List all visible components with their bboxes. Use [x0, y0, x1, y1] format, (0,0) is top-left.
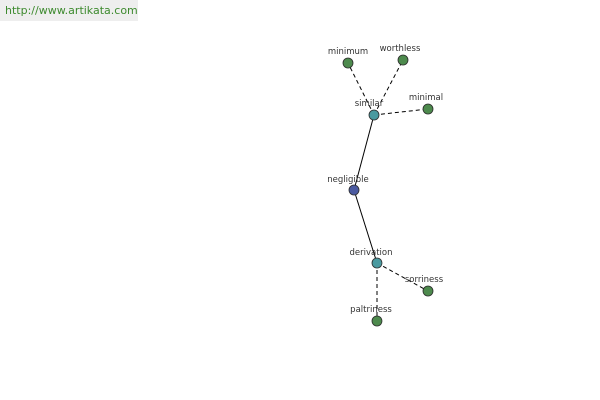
watermark-bar: http://www.artikata.com [0, 0, 138, 21]
node-negligible[interactable] [348, 184, 360, 196]
node-label-derivation[interactable]: derivation [349, 248, 392, 258]
edge-similar-worthless [373, 59, 404, 116]
node-label-minimum[interactable]: minimum [328, 47, 368, 57]
node-layer [342, 54, 434, 327]
node-label-similar[interactable]: similar [355, 99, 384, 109]
node-worthless[interactable] [397, 54, 409, 66]
watermark-url-link[interactable]: http://www.artikata.com [5, 4, 138, 17]
node-label-paltriness[interactable]: paltriness [350, 305, 392, 315]
node-paltriness[interactable] [371, 315, 383, 327]
node-label-minimal[interactable]: minimal [409, 93, 443, 103]
edge-similar-minimal [373, 108, 429, 116]
node-minimal[interactable] [422, 103, 434, 115]
node-derivation[interactable] [371, 257, 383, 269]
edge-similar-minimum [347, 62, 375, 116]
node-sorriness[interactable] [422, 285, 434, 297]
node-minimum[interactable] [342, 57, 354, 69]
node-label-sorriness[interactable]: sorriness [405, 275, 444, 285]
label-layer: negligible similar derivation minimum worthl… [327, 44, 443, 315]
edge-negligible-derivation [353, 189, 378, 264]
node-similar[interactable] [368, 109, 380, 121]
edge-layer [347, 59, 429, 321]
node-label-negligible[interactable]: negligible [327, 175, 368, 185]
edge-derivation-sorriness [376, 262, 429, 292]
node-label-worthless[interactable]: worthless [380, 44, 421, 54]
edge-negligible-similar [353, 114, 375, 191]
